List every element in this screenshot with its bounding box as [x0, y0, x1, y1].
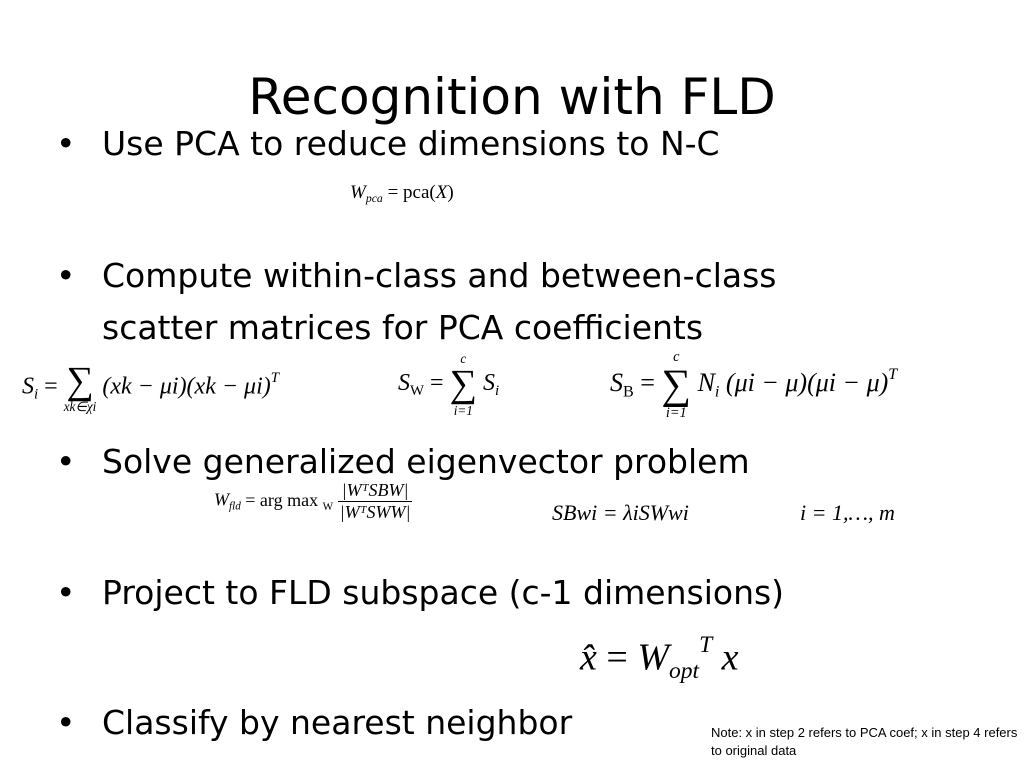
bullet-marker: •	[56, 703, 76, 742]
bullet-text: Compute within-class and between-class s…	[102, 256, 777, 347]
bullet-scatter: • Compute within-class and between-class…	[56, 250, 876, 354]
bullet-marker: •	[56, 573, 76, 612]
bullet-marker: •	[56, 256, 76, 295]
bullet-text: Solve generalized eigenvector problem	[102, 442, 750, 481]
equation-si: Si = ∑xk∈χi (xk − μi)(xk − μi)T	[22, 360, 280, 415]
bullet-pca: • Use PCA to reduce dimensions to N-C	[56, 118, 876, 170]
bullet-marker: •	[56, 124, 76, 163]
equation-eigen: SBwi = λiSWwi	[552, 500, 689, 525]
equation-sw: SW = c∑i=1 Si	[398, 351, 500, 418]
footnote: Note: x in step 2 refers to PCA coef; x …	[711, 725, 1018, 758]
equation-range: i = 1,…, m	[800, 500, 895, 525]
equation-projection: x̂ = WoptT x	[580, 632, 739, 684]
bullet-eigen: • Solve generalized eigenvector problem	[56, 436, 876, 488]
bullet-text: Classify by nearest neighbor	[102, 703, 573, 742]
equation-sb: SB = c∑i=1 Ni (μi − μ)(μi − μ)T	[610, 349, 898, 421]
slide-title: Recognition with FLD	[248, 68, 776, 126]
bullet-text: Project to FLD subspace (c-1 dimensions)	[102, 573, 785, 612]
equation-wpca: Wpca = pca(X)	[350, 182, 454, 206]
equation-wfld: Wfld = arg max W |WᵀSBW| |WᵀSWW|	[214, 480, 413, 522]
bullet-text: Use PCA to reduce dimensions to N-C	[102, 124, 720, 163]
bullet-marker: •	[56, 442, 76, 481]
bullet-project: • Project to FLD subspace (c-1 dimension…	[56, 567, 876, 619]
bullet-classify: • Classify by nearest neighbor	[56, 697, 876, 749]
